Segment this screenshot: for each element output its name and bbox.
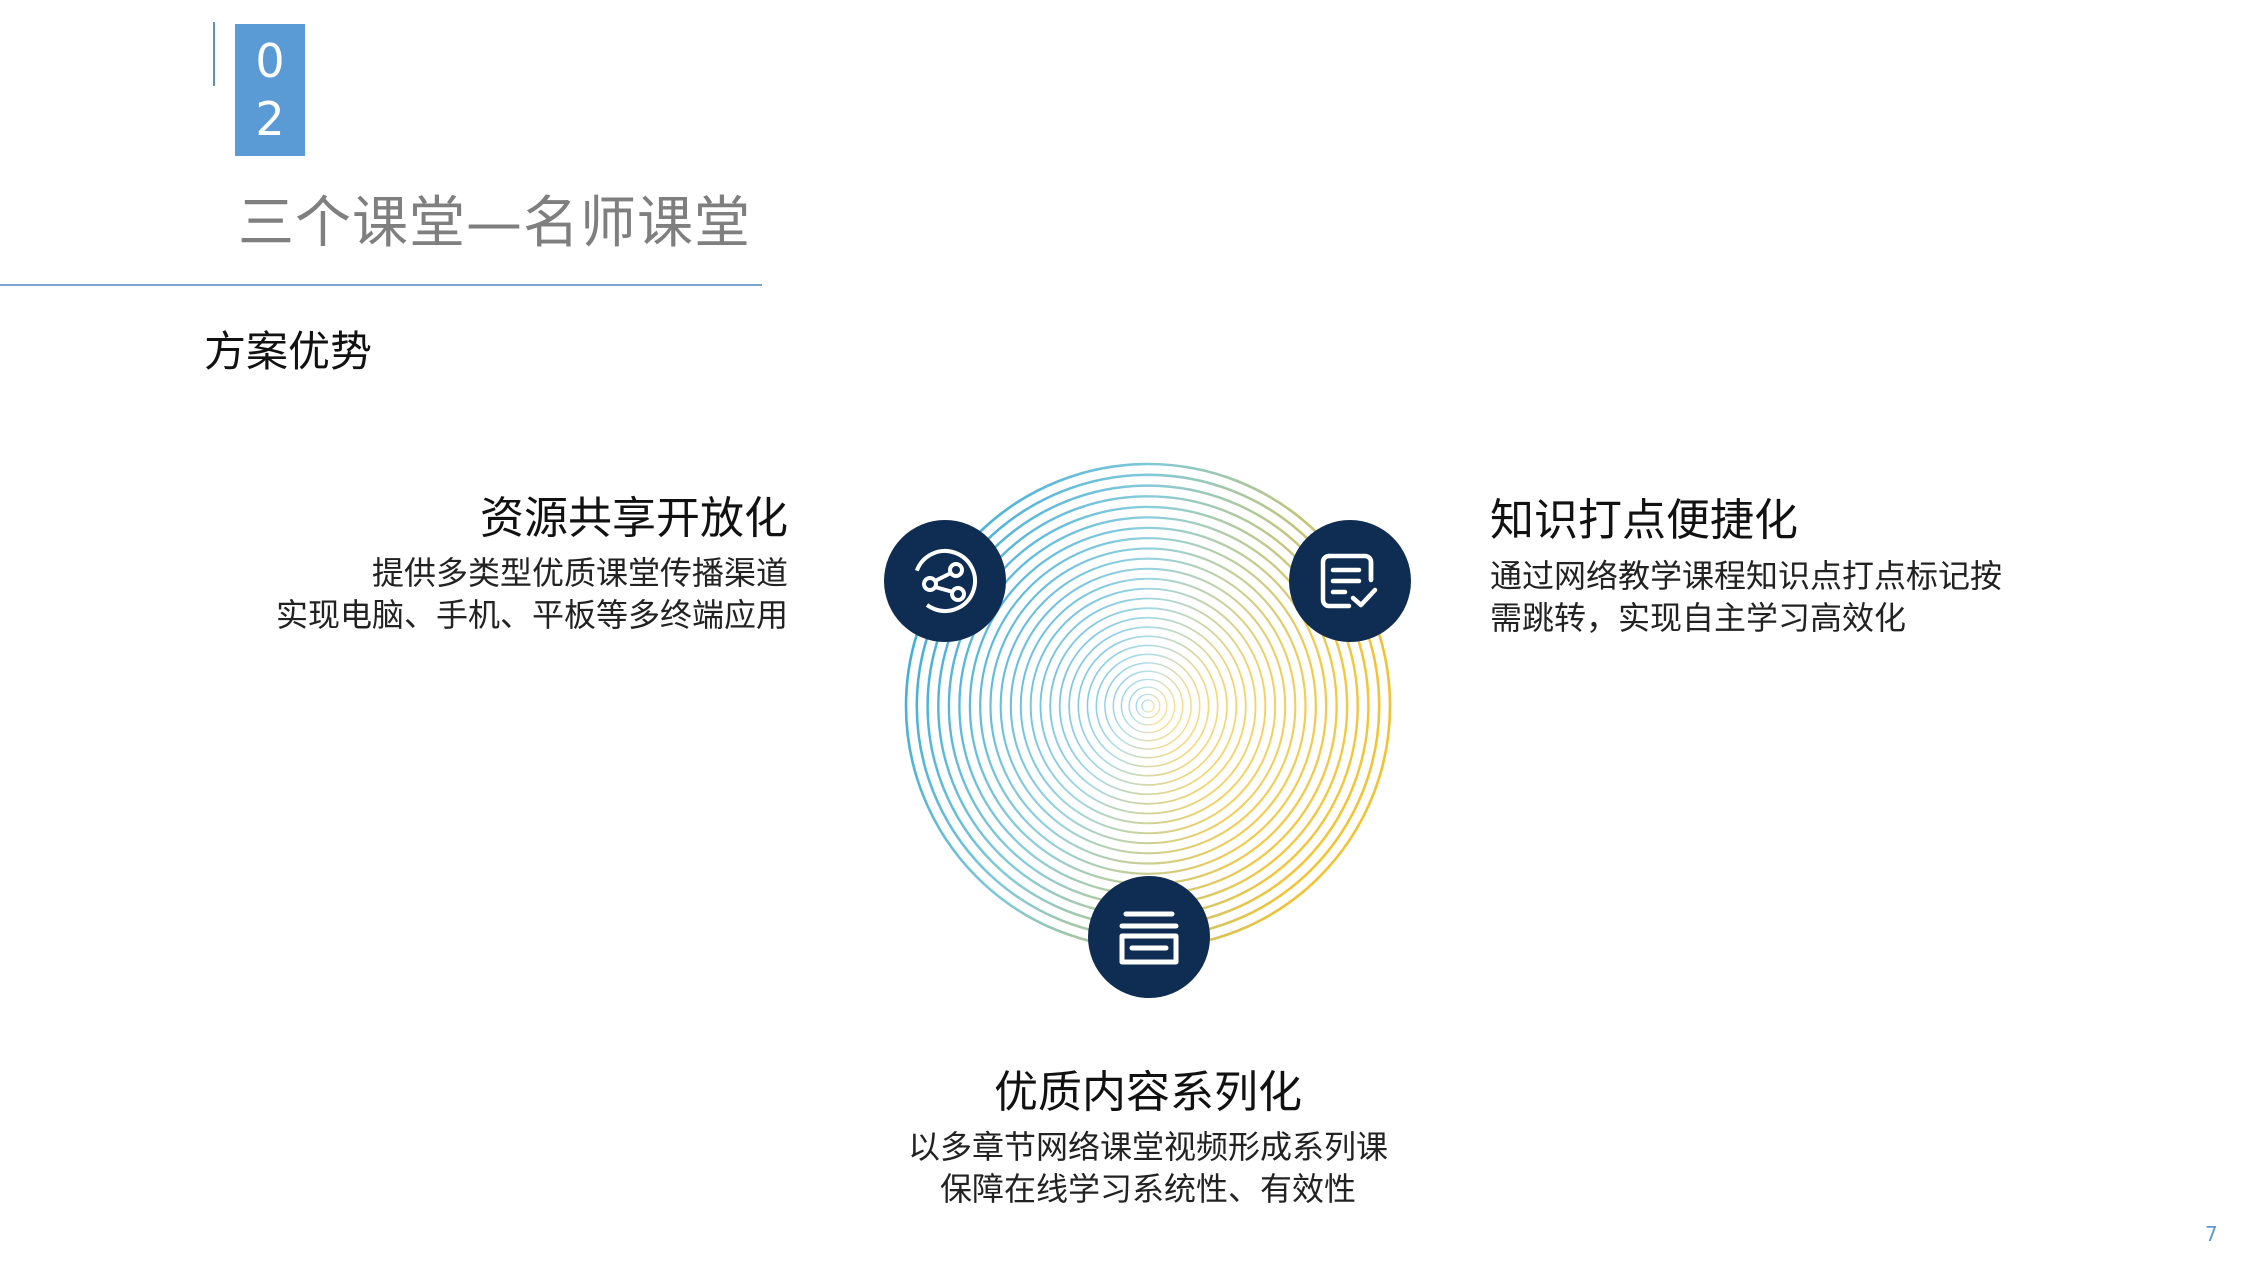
ring-circle [1086,644,1210,768]
page-number: 7 [2205,1222,2218,1246]
ring-circle [1058,616,1238,796]
feature-desc-line: 以多章节网络课堂视频形成系列课 [907,1128,1388,1166]
ring-circle [968,526,1328,886]
title-underline [0,284,762,286]
ring-circle [1104,662,1192,750]
layers-icon [1088,876,1210,998]
ring-circle [989,547,1307,865]
feature-title-resource-sharing: 资源共享开放化 [480,493,788,544]
feature-desc-line: 提供多类型优质课堂传播渠道 [371,554,788,592]
section-digit-2: 2 [255,92,285,146]
ring-circle [1019,577,1277,835]
feature-desc-line: 通过网络教学课程知识点打点标记按 [1490,557,2003,595]
ring-circle [958,516,1338,896]
ring-circle [1112,670,1184,742]
share-nodes-icon [884,520,1006,642]
feature-desc-knowledge-points: 通过网络教学课程知识点打点标记按 需跳转，实现自主学习高效化 [1490,555,2002,639]
ring-circle [1039,597,1257,815]
feature-title-content-series: 优质内容系列化 [994,1067,1302,1118]
ring-circle [1141,699,1155,713]
ring-circle [1135,693,1161,719]
ring-circle [1049,607,1247,805]
feature-desc-line: 实现电脑、手机、平板等多终端应用 [275,596,788,634]
ring-circle [1120,678,1176,734]
ring-circle [1128,686,1168,726]
ring-circle [1068,626,1228,786]
section-digit-1: 0 [255,34,285,88]
feature-title-knowledge-points: 知识打点便捷化 [1490,495,1798,546]
feature-desc-resource-sharing: 提供多类型优质课堂传播渠道 实现电脑、手机、平板等多终端应用 [276,552,788,636]
section-number-badge: 0 2 [235,24,305,156]
ring-circle [1009,567,1287,845]
ring-circle [979,537,1317,875]
ring-circle [1029,587,1267,825]
section-subtitle: 方案优势 [204,327,373,376]
checklist-icon [1289,520,1411,642]
ring-circle [1077,635,1219,777]
feature-desc-line: 需跳转，实现自主学习高效化 [1490,599,1907,637]
feature-desc-line: 保障在线学习系统性、有效性 [939,1170,1356,1208]
ring-circle [947,505,1349,907]
ring-circle [999,557,1297,855]
page-title: 三个课堂—名师课堂 [238,191,751,256]
feature-desc-content-series: 以多章节网络课堂视频形成系列课 保障在线学习系统性、有效性 [832,1126,1464,1210]
section-divider-line [213,22,215,86]
ring-circle [1095,653,1201,759]
